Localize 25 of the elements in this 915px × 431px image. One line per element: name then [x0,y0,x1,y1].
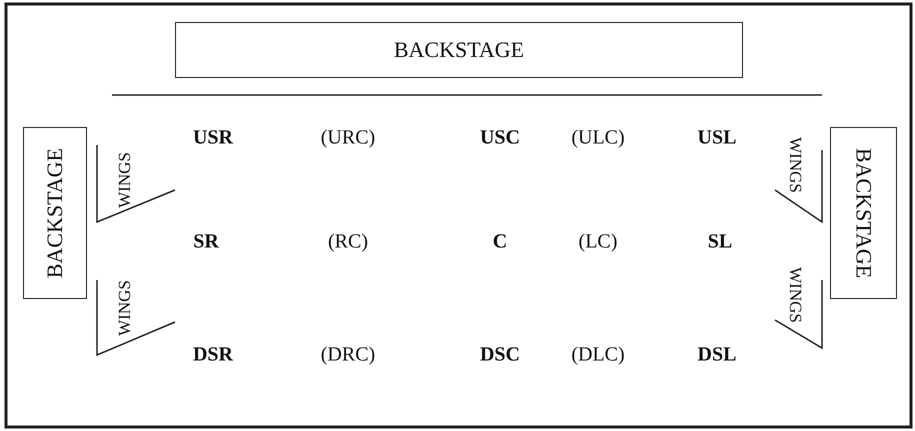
stage-position-label: USL [698,126,736,150]
stage-position-label: USR [193,126,233,150]
wings-label: WINGS [115,152,135,208]
stage-position-label: SL [708,230,732,254]
stage-position-label: (ULC) [571,126,625,150]
stage-position-label: SR [193,230,219,254]
stage-position-label: (DLC) [571,344,625,366]
stage-position-label: DSL [698,344,736,366]
area-label: BACKSTAGE [850,148,876,278]
stage-position-label: (URC) [320,126,376,150]
wings-label: WINGS [785,267,805,323]
area-label: BACKSTAGE [394,37,524,63]
wings-label: WINGS [115,280,135,336]
backstage-box [175,22,743,78]
backstage-box [23,127,87,299]
stage-position-label: USC [480,126,520,150]
stage-position-label: (LC) [578,230,618,254]
stage-position-label: (RC) [328,230,368,254]
wings-label: WINGS [785,137,805,193]
stage-position-label: (DRC) [320,344,376,366]
stage-position-label: DSR [193,344,233,366]
area-label: BACKSTAGE [42,148,68,278]
stage-position-label: C [492,230,508,254]
stage-position-label: DSC [480,344,520,366]
backstage-box [830,127,897,299]
